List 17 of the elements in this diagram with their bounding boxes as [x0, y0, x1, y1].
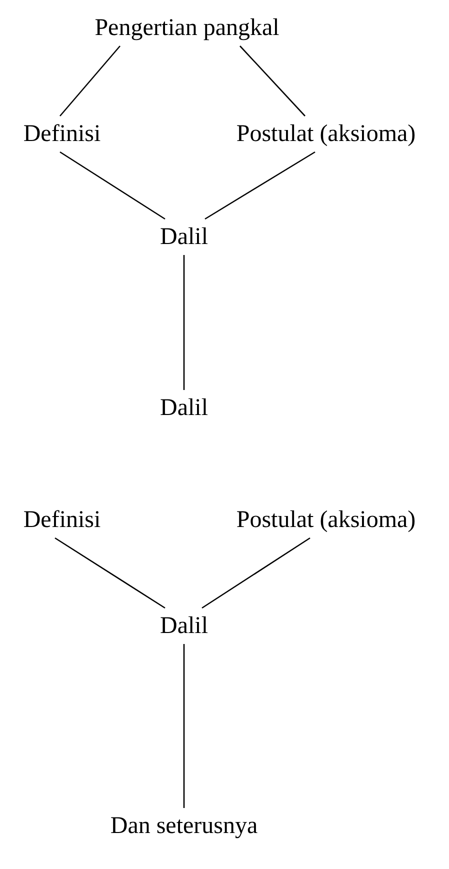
node-label: Definisi [23, 120, 101, 148]
node-label: Definisi [23, 506, 101, 534]
node-label: Pengertian pangkal [94, 14, 280, 42]
node-label: Postulat (aksioma) [236, 506, 416, 534]
connector-line [183, 255, 185, 390]
connector-line [60, 46, 120, 116]
connector-line [54, 537, 166, 609]
connector-line [60, 151, 166, 220]
connector-line [183, 644, 185, 808]
connector-line [204, 151, 316, 220]
node-label: Dalil [160, 223, 208, 251]
connector-line [202, 537, 310, 609]
node-label: Dan seterusnya [110, 812, 258, 840]
node-label: Dalil [160, 394, 208, 422]
connector-line [240, 46, 306, 116]
node-label: Dalil [160, 612, 208, 640]
node-label: Postulat (aksioma) [236, 120, 416, 148]
